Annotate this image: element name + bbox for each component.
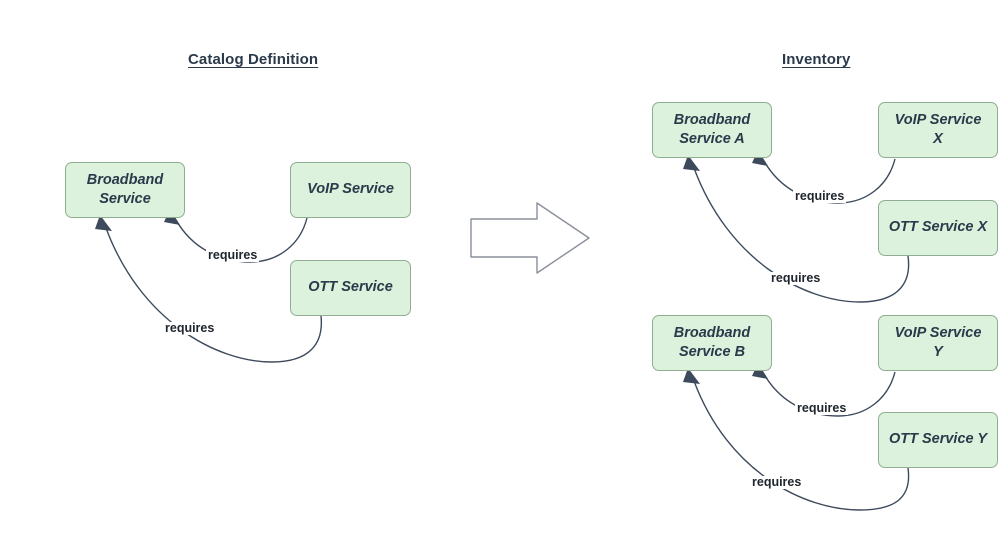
panel-title-catalog: Catalog Definition	[188, 51, 319, 68]
edge-label-ott-requires-broadband: requires	[163, 321, 217, 335]
edge-label-otty-requires-broadbandb: requires	[750, 475, 804, 489]
node-voip-service[interactable]: VoIP Service	[290, 162, 411, 218]
panel-title-inventory: Inventory	[782, 51, 851, 68]
edge-label-voipy-requires-broadbandb: requires	[795, 401, 849, 415]
catalog-to-inventory-arrow	[470, 202, 590, 274]
edge-label-ottx-requires-broadbanda: requires	[769, 271, 823, 285]
node-ott-service-y[interactable]: OTT Service Y	[878, 412, 998, 468]
edge-label-voip-requires-broadband: requires	[206, 248, 260, 262]
node-ott-service[interactable]: OTT Service	[290, 260, 411, 316]
edge-label-voipx-requires-broadbanda: requires	[793, 189, 847, 203]
node-ott-service-x[interactable]: OTT Service X	[878, 200, 998, 256]
